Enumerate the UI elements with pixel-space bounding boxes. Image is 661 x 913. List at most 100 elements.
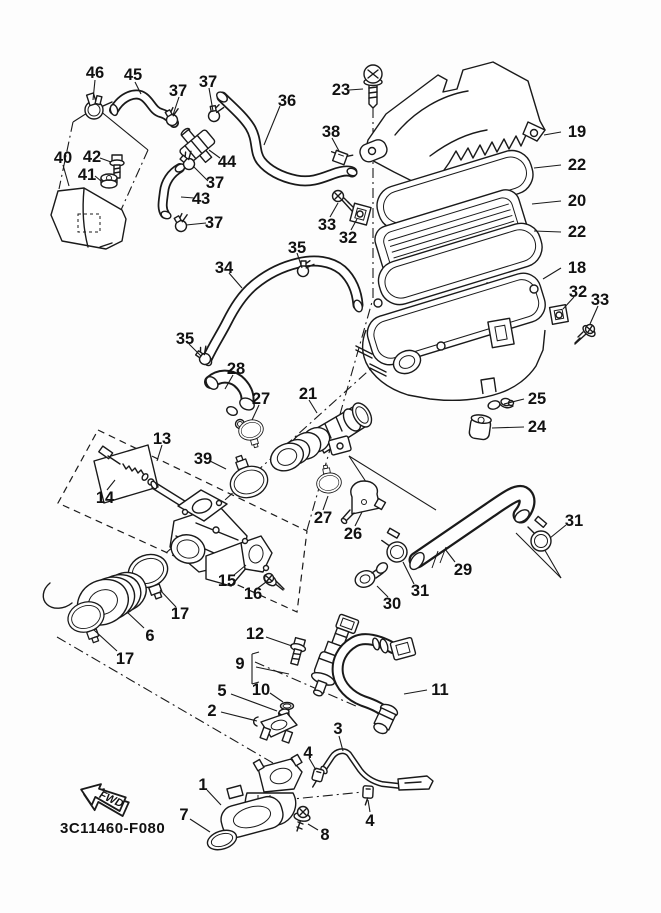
- clamp-39: [221, 448, 273, 504]
- leader-line: [92, 79, 96, 101]
- leader-line: [308, 757, 317, 771]
- part-label-41: 41: [78, 166, 96, 184]
- plug-30: [354, 562, 389, 588]
- leader-line: [531, 200, 562, 205]
- part-label-27: 27: [314, 509, 332, 527]
- leader-line: [307, 823, 319, 831]
- leader-line: [348, 88, 364, 91]
- part-label-9: 9: [235, 655, 244, 673]
- clip-4-upper: [309, 767, 326, 790]
- part-label-32: 32: [339, 229, 357, 247]
- part-label-24: 24: [528, 418, 547, 436]
- clip-25: [487, 397, 515, 410]
- part-label-4: 4: [303, 744, 313, 762]
- hose-end-arc: [42, 582, 73, 609]
- nut-clip-32-right: [548, 304, 569, 325]
- part-label-45: 45: [124, 66, 142, 84]
- part-label-33: 33: [318, 216, 336, 234]
- guide-line-dashdot: [56, 636, 298, 778]
- leader-line: [403, 689, 428, 695]
- part-label-4: 4: [365, 812, 375, 830]
- part-label-5: 5: [217, 682, 226, 700]
- part-label-37: 37: [206, 174, 224, 192]
- guide-line: [251, 651, 260, 655]
- part-label-38: 38: [322, 123, 340, 141]
- leader-line: [265, 636, 293, 647]
- part-label-39: 39: [194, 450, 212, 468]
- leader-line: [329, 202, 339, 218]
- part-label-14: 14: [96, 489, 115, 507]
- part-label-22: 22: [568, 223, 586, 241]
- part-label-29: 29: [454, 561, 472, 579]
- leader-line: [188, 343, 202, 357]
- part-label-31: 31: [411, 582, 429, 600]
- clamp-31-right: [527, 515, 552, 552]
- part-label-25: 25: [528, 390, 546, 408]
- leader-line: [251, 404, 260, 421]
- screw-16: [263, 572, 285, 591]
- leader-line: [376, 585, 389, 598]
- part-label-35: 35: [288, 239, 306, 257]
- leader-line: [269, 692, 284, 703]
- air-cleaner-case-18: [355, 272, 546, 402]
- part-label-46: 46: [86, 64, 104, 82]
- leader-line: [93, 629, 118, 652]
- leader-line: [126, 611, 145, 629]
- part-label-3: 3: [333, 720, 342, 738]
- part-label-33: 33: [591, 291, 609, 309]
- leader-line: [296, 252, 303, 269]
- leader-line: [322, 495, 329, 511]
- part-label-44: 44: [218, 153, 237, 171]
- detail-box-14: [93, 444, 159, 504]
- nut-41: [100, 173, 118, 189]
- guide-line-dashdot: [120, 149, 149, 211]
- part-label-35: 35: [176, 330, 194, 348]
- part-label-26: 26: [344, 525, 362, 543]
- part-label-16: 16: [244, 585, 262, 603]
- guide-line-dashdot: [282, 791, 364, 801]
- part-label-20: 20: [568, 192, 586, 210]
- guide-line: [98, 109, 149, 151]
- pipe-3: [320, 751, 434, 791]
- hose-45: [109, 95, 174, 123]
- screw-8: [293, 805, 311, 832]
- leader-line: [533, 164, 562, 169]
- leader-lines: [62, 79, 599, 833]
- leader-line: [255, 666, 290, 675]
- seal-22-lower: [377, 222, 543, 306]
- throttle-body: [150, 480, 254, 587]
- leader-line: [220, 711, 258, 722]
- leader-line: [99, 157, 112, 163]
- leader-line: [106, 479, 116, 491]
- intake-manifold-1: [220, 753, 303, 839]
- part-label-2: 2: [207, 702, 216, 720]
- bolt-42: [109, 154, 125, 179]
- leader-line: [354, 511, 363, 527]
- leader-line: [206, 789, 222, 806]
- leader-line: [185, 222, 207, 226]
- guide-line: [251, 681, 260, 685]
- screw-33-upper: [331, 189, 354, 212]
- clamp-31-left: [379, 525, 410, 565]
- leader-line: [192, 165, 209, 182]
- part-label-19: 19: [568, 123, 586, 141]
- leader-line: [549, 524, 567, 539]
- part-label-10: 10: [252, 681, 270, 699]
- part-label-1: 1: [198, 776, 207, 794]
- part-label-42: 42: [83, 148, 101, 166]
- cap-24: [468, 414, 492, 441]
- canister-40: [50, 187, 127, 250]
- leader-line: [208, 87, 214, 112]
- joint-boot-6: [76, 571, 147, 626]
- leader-line: [62, 164, 70, 187]
- leader-line: [367, 799, 371, 813]
- nut-clip-32-upper: [349, 202, 372, 226]
- leader-line: [350, 218, 358, 231]
- fuel-hose-11: [338, 637, 417, 735]
- guide-line: [348, 455, 437, 511]
- part-label-22: 22: [568, 156, 586, 174]
- leader-line: [224, 374, 234, 390]
- leader-line: [402, 561, 415, 585]
- part-label-37: 37: [205, 214, 223, 232]
